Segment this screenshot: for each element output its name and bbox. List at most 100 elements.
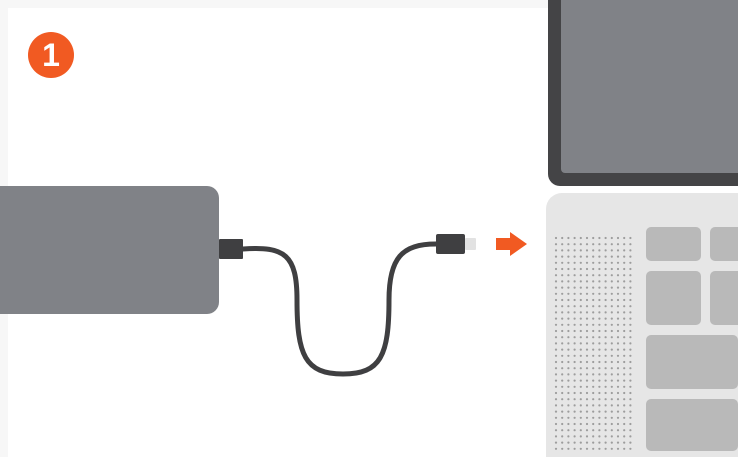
speaker-dot [610,305,613,308]
speaker-dot [573,243,576,246]
speaker-dot [592,410,595,413]
speaker-dot [554,360,558,364]
speaker-dot [598,435,601,438]
speaker-dot [573,435,576,438]
speaker-dot [554,317,558,320]
speaker-dot [585,348,589,351]
speaker-dot [573,379,576,382]
speaker-dot [610,298,613,302]
speaker-dot [604,348,607,351]
speaker-dot [604,398,607,401]
speaker-dot [604,317,607,320]
speaker-dot [623,280,626,283]
speaker-dot [554,243,558,246]
usb-c-connector [436,234,465,254]
speaker-dot [598,236,601,240]
speaker-dot [629,379,632,382]
speaker-dot [616,348,620,351]
external-drive-icon [0,186,219,314]
speaker-dot [573,354,576,357]
speaker-dot [585,391,589,395]
speaker-dot [567,441,570,444]
speaker-dot [561,441,564,444]
speaker-dot [573,280,576,283]
speaker-dot [592,342,595,345]
speaker-dot [616,317,620,320]
speaker-dot [567,422,570,426]
speaker-dot [579,267,582,271]
speaker-dot [554,286,558,289]
speaker-dot [610,286,613,289]
speaker-dot [616,261,620,264]
speaker-dot [585,329,589,333]
speaker-dot [592,336,595,339]
speaker-dot [573,317,576,320]
speaker-dot [567,267,570,271]
speaker-dot [598,292,601,295]
speaker-dot [554,429,558,432]
speaker-dot [629,329,632,333]
speaker-dot [610,311,613,314]
speaker-dot [629,317,632,320]
speaker-dot [629,298,632,302]
cable-wire [240,241,439,377]
speaker-dot [573,323,576,326]
speaker-dot [629,280,632,283]
speaker-dot [610,410,613,413]
speaker-dot [585,286,589,289]
keyboard-key [710,227,738,261]
speaker-dot [585,249,589,252]
speaker-dot [561,298,564,302]
speaker-dot [623,367,626,370]
speaker-dot [610,342,613,345]
speaker-dot [610,348,613,351]
speaker-dot [616,360,620,364]
speaker-dot [573,422,576,426]
speaker-dot [561,280,564,283]
speaker-dot [573,292,576,295]
speaker-dot [623,398,626,401]
speaker-dot [604,274,607,277]
speaker-dot [567,323,570,326]
speaker-dot [623,255,626,258]
speaker-dot [629,267,632,271]
speaker-dot [554,267,558,271]
speaker-dot [598,422,601,426]
speaker-dot [629,385,632,388]
speaker-dot [561,447,564,450]
speaker-dot [561,354,564,357]
speaker-dot [592,292,595,295]
speaker-dot [592,354,595,357]
speaker-dot [579,305,582,308]
speaker-dot [629,311,632,314]
speaker-dot [623,336,626,339]
speaker-dot [592,280,595,283]
speaker-dot [623,298,626,302]
speaker-dot [573,249,576,252]
speaker-dot [561,398,564,401]
speaker-dot [585,447,589,450]
speaker-dot [585,298,589,302]
speaker-dot [610,367,613,370]
speaker-dot [554,410,558,413]
speaker-dot [579,286,582,289]
speaker-dot [573,447,576,450]
speaker-dot [592,286,595,289]
speaker-dot [561,267,564,271]
speaker-dot [616,416,620,419]
speaker-dot [567,447,570,450]
speaker-dot [610,416,613,419]
speaker-dot [579,261,582,264]
speaker-dot [598,267,601,271]
speaker-dot [623,236,626,240]
speaker-dot [598,274,601,277]
speaker-dot [592,367,595,370]
speaker-dot [579,398,582,401]
speaker-dot [554,391,558,395]
speaker-dot [598,323,601,326]
speaker-dot [610,360,613,364]
speaker-dot [554,311,558,314]
speaker-dot [567,236,570,240]
speaker-dot [554,236,558,240]
